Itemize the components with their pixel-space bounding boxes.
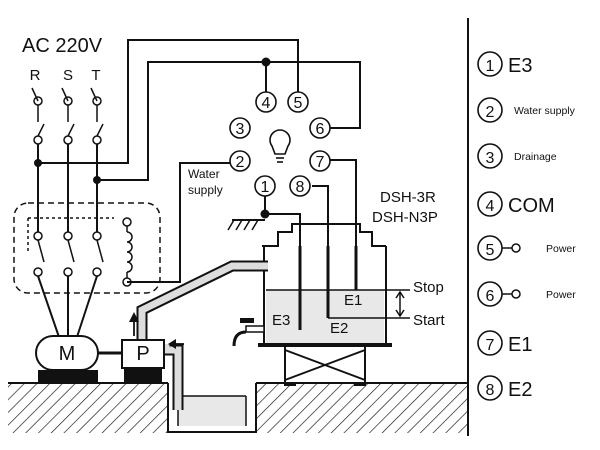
flow-arrows (129, 312, 184, 349)
water-supply-label-line1: Water (188, 167, 220, 181)
legend-num: 7 (486, 337, 495, 354)
water-supply-label-line2: supply (188, 183, 223, 197)
control-wires (38, 39, 361, 330)
ground (8, 382, 468, 433)
level-markers (328, 289, 410, 319)
pump (121, 339, 165, 382)
junction-dot (261, 57, 271, 67)
pin-number: 1 (261, 179, 270, 196)
electrode-label-e1: E1 (344, 292, 362, 309)
legend-num: 1 (486, 58, 495, 75)
legend-label: Drainage (514, 151, 557, 163)
legend-num: 3 (486, 150, 495, 167)
supply-phases: R S T (30, 67, 101, 84)
legend-item: 5 Power (477, 235, 576, 261)
supply-voltage-label: AC 220V (22, 35, 103, 57)
pin-number: 8 (296, 179, 305, 196)
phase-wires (37, 144, 98, 232)
phase-label: T (91, 67, 100, 84)
ground-symbol (227, 219, 259, 231)
pin-number: 4 (262, 95, 271, 112)
sump-water (178, 396, 246, 426)
pin-number: 6 (316, 121, 325, 138)
pin-number: 5 (294, 95, 303, 112)
legend: 1 E3 2 Water supply 3 Drainage 4 COM 5 P… (477, 51, 576, 401)
magnetic-contactor (13, 202, 161, 294)
legend-item: 1 E3 (477, 51, 532, 77)
legend-label: Power (546, 289, 576, 301)
legend-item: 2 Water supply (477, 97, 576, 123)
main-switch (31, 87, 104, 145)
legend-label: E1 (508, 334, 532, 356)
water-tank (258, 223, 392, 386)
legend-label: E3 (508, 55, 532, 77)
supply-pipe (136, 260, 268, 410)
legend-label: COM (508, 195, 555, 217)
legend-num: 4 (486, 198, 495, 215)
start-label: Start (413, 312, 446, 329)
electrode-label-e2: E2 (330, 320, 348, 337)
tank-water (266, 290, 384, 343)
legend-item: 4 COM (477, 191, 555, 217)
motor (35, 335, 122, 382)
legend-num: 2 (486, 104, 495, 121)
phase-label: R (30, 67, 41, 84)
legend-num: 6 (486, 288, 495, 305)
legend-label: Power (546, 243, 576, 255)
model-name-line1: DSH-3R (380, 189, 436, 206)
motor-label: M (59, 343, 76, 365)
faucet-icon (232, 318, 265, 347)
legend-num: 5 (486, 242, 495, 259)
pin-number: 3 (236, 121, 245, 138)
legend-item: 8 E2 (477, 375, 532, 401)
pin-number: 7 (316, 154, 325, 171)
legend-num: 8 (486, 382, 495, 399)
legend-item: 3 Drainage (477, 143, 557, 169)
controller-pins: 4 5 3 6 2 7 1 8 (229, 91, 331, 197)
motor-wires (37, 275, 98, 341)
stop-label: Stop (413, 279, 444, 296)
electrodes (298, 246, 358, 330)
legend-item: 7 E1 (477, 330, 532, 356)
pump-label: P (136, 343, 149, 365)
pin-number: 2 (236, 154, 245, 171)
indicator-lamp-icon (269, 129, 291, 163)
phase-label: S (63, 67, 73, 84)
model-name-line2: DSH-N3P (372, 209, 438, 226)
electrode-label-e3: E3 (272, 312, 290, 329)
legend-label: E2 (508, 379, 532, 401)
legend-label: Water supply (514, 105, 576, 117)
junction-dot (260, 209, 270, 219)
legend-item: 6 Power (477, 281, 576, 307)
